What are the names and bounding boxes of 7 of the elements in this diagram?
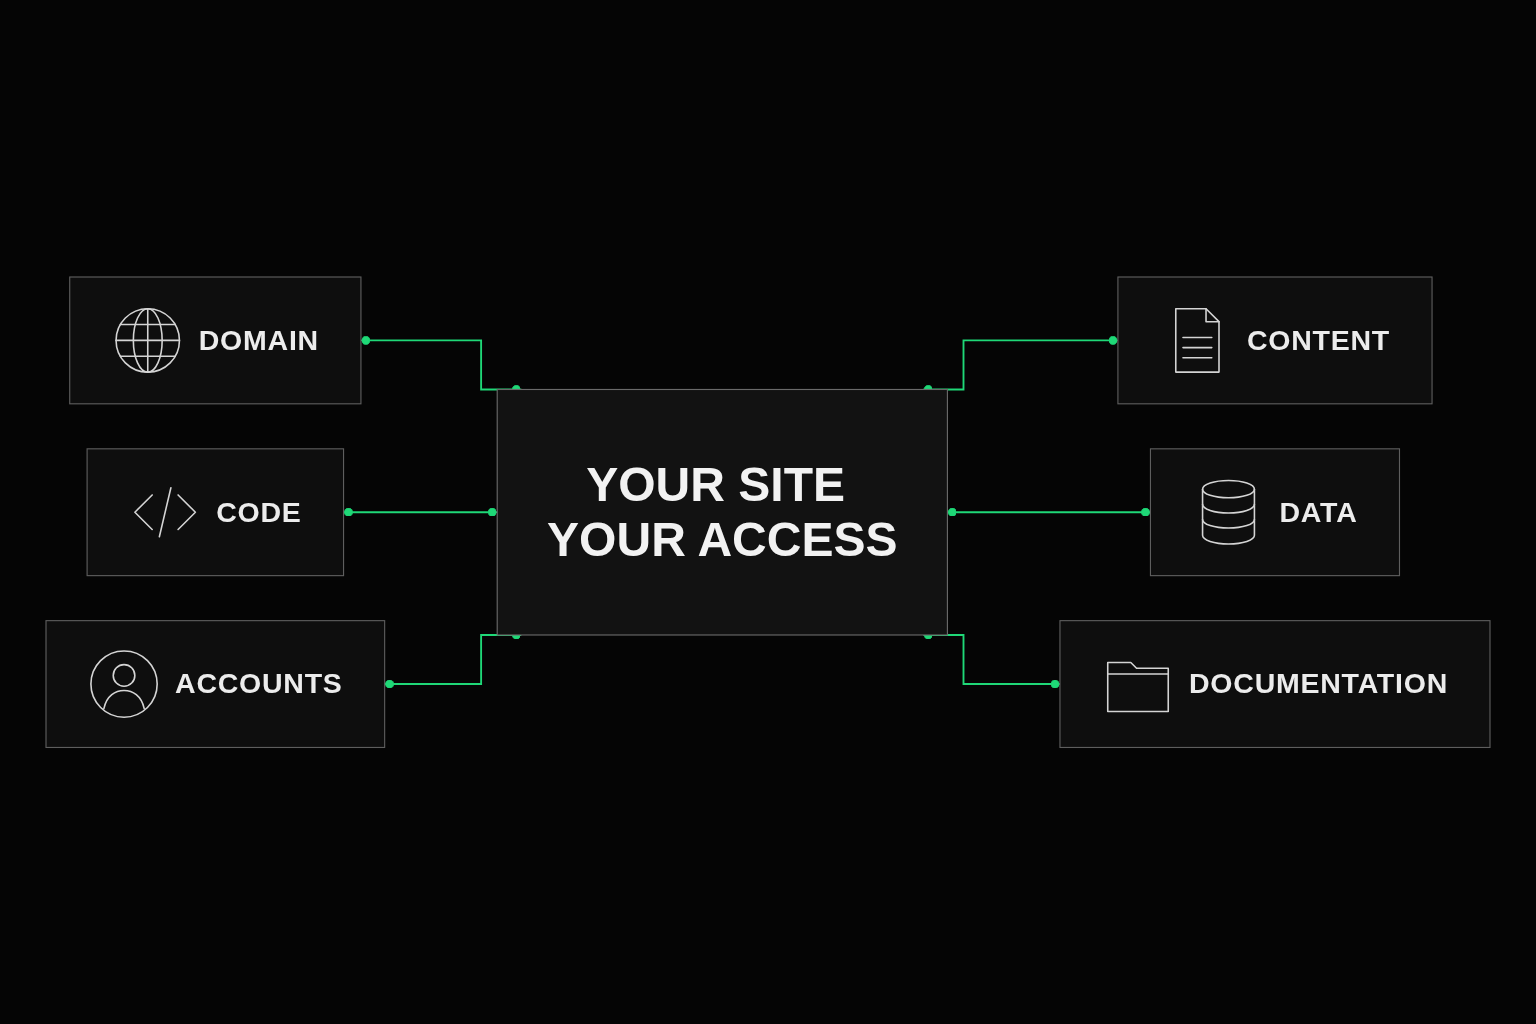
node-box: DOCUMENTATION <box>1059 619 1491 748</box>
node-box: DOMAIN <box>69 276 362 405</box>
node-box: DATA <box>1149 448 1401 576</box>
node-box: CODE <box>86 448 345 576</box>
node-box: YOUR SITE YOUR ACCESS <box>496 388 948 636</box>
node-box: ACCOUNTS <box>45 619 386 748</box>
node-box: CONTENT <box>1117 276 1433 405</box>
